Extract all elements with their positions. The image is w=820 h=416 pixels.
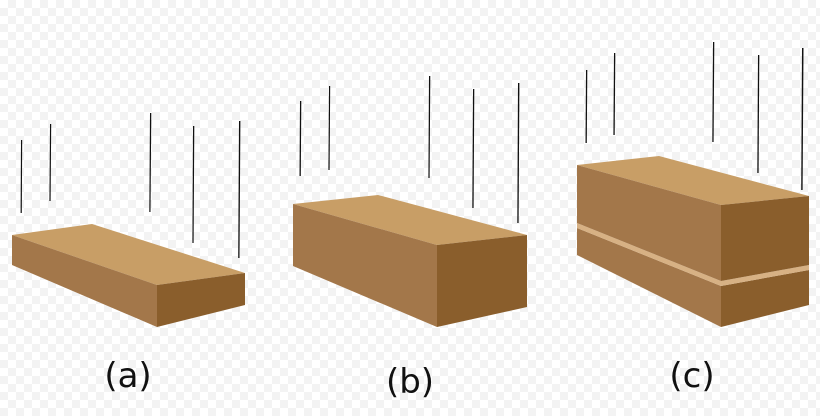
rain-streak <box>238 121 241 258</box>
rain-streak <box>801 48 804 190</box>
block-c-seam-front <box>577 223 721 286</box>
panel-a <box>12 113 245 327</box>
block-b-side <box>437 235 527 327</box>
rain-streak <box>328 86 331 170</box>
rain-streak <box>712 42 715 142</box>
slab-a-side <box>157 273 245 327</box>
rain-streak <box>613 53 616 135</box>
rain-streak <box>472 89 475 208</box>
caption-b: (b) <box>385 362 435 402</box>
rain-streaks-c <box>585 42 804 190</box>
block-b-top <box>293 195 527 245</box>
rain-streak <box>757 55 760 173</box>
block-c-lower-front <box>577 228 721 327</box>
caption-a: (a) <box>104 356 152 396</box>
rain-streak <box>149 113 152 212</box>
panel-c <box>577 42 809 327</box>
block-b-front <box>293 204 437 327</box>
block-c-upper-front <box>577 165 721 281</box>
rain-streak <box>192 126 195 243</box>
rain-streak <box>20 140 23 213</box>
caption-c: (c) <box>669 356 715 396</box>
rain-streak <box>585 70 588 143</box>
slab-a-front <box>12 235 157 327</box>
rain-streak <box>428 76 431 178</box>
rain-streak <box>299 101 302 176</box>
block-c-lower-side <box>721 270 809 327</box>
rain-streak <box>49 124 52 201</box>
block-c-upper-side <box>721 196 809 281</box>
rain-streaks-b <box>299 76 520 223</box>
rain-streaks-a <box>20 113 241 258</box>
slab-a-top <box>12 224 245 285</box>
rain-streak <box>517 83 520 223</box>
block-c-top <box>577 156 809 205</box>
panel-b <box>293 76 527 327</box>
block-c-seam-side <box>721 265 809 286</box>
